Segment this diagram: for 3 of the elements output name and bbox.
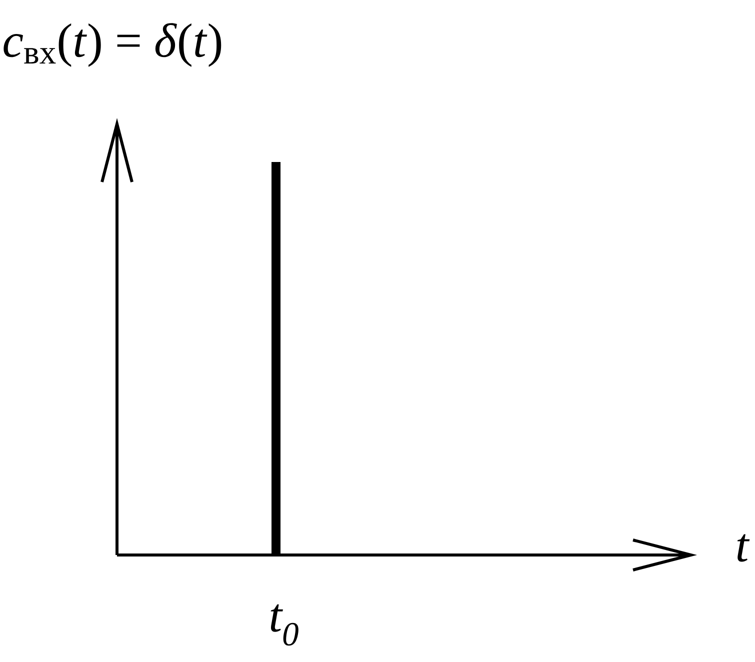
axis-label: t — [737, 534, 750, 562]
formula-label: c$_{вх}$(t) = δ(t) — [4, 23, 222, 67]
tick-label: t$_{0}$ — [270, 604, 298, 646]
